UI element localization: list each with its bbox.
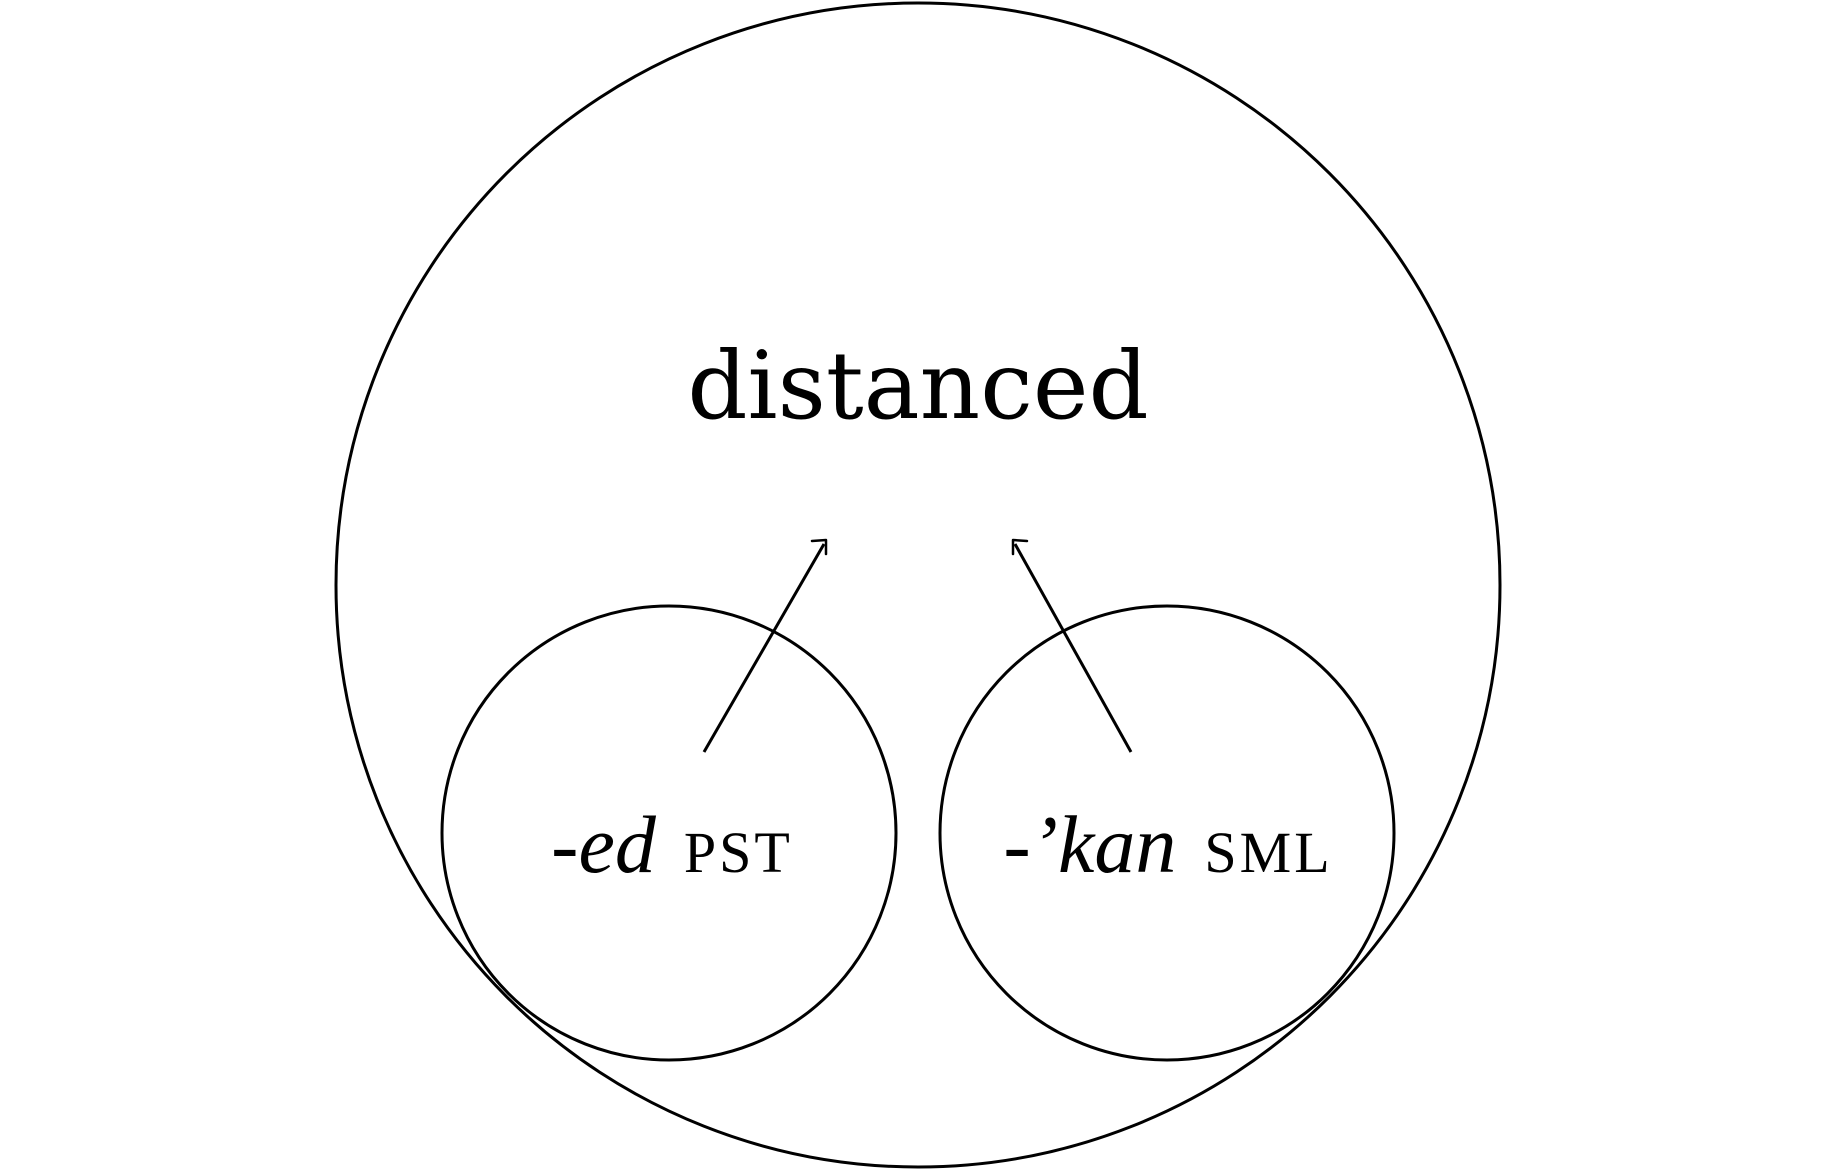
outer-label: distanced [687, 332, 1148, 441]
gloss-left: PST [684, 820, 793, 885]
inner-label-left: -ed PST [551, 799, 793, 890]
arrow-right [1011, 538, 1133, 753]
inner-circle-left [440, 604, 898, 1062]
morpheme-left: -ed [551, 799, 657, 890]
morpheme-right: -’kan [1003, 799, 1176, 890]
inner-label-right: -’kan SML [1003, 799, 1332, 890]
arrow-left [702, 538, 828, 753]
inner-circle-right [938, 604, 1396, 1062]
outer-circle [334, 1, 1502, 1169]
gloss-right: SML [1204, 820, 1332, 885]
